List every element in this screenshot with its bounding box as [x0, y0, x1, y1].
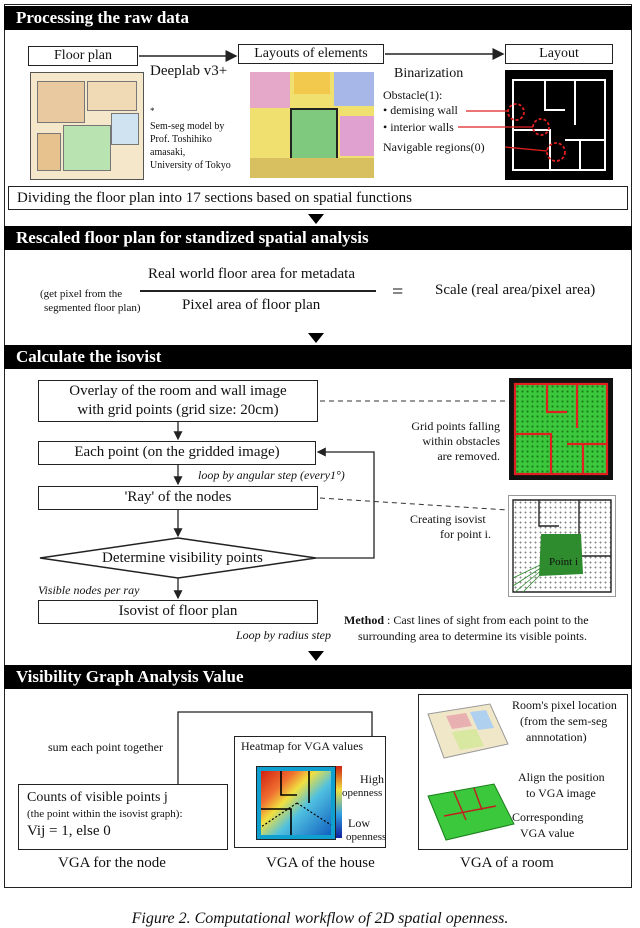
high-openness-label: openness: [342, 787, 383, 799]
low-label: Low: [348, 816, 370, 830]
visible-nodes-label: Visible nodes per ray: [38, 583, 140, 597]
vij-label: Vij = 1, else 0: [27, 823, 111, 839]
semseg-note-4: University of Tokyo: [150, 160, 231, 171]
loop-radius-label: Loop by radius step: [236, 628, 332, 642]
method-line-1: Method : Cast lines of sight from each p…: [344, 613, 589, 628]
rooms-pixel-3: annnotation): [526, 730, 587, 744]
counts-label: Counts of visible points j: [27, 790, 168, 805]
high-label: High: [360, 772, 384, 786]
denominator-text: Pixel area of floor plan: [182, 297, 321, 313]
heatmap-image: [256, 766, 336, 840]
low-openness-label: openness: [346, 831, 387, 843]
asterisk: *: [150, 106, 155, 116]
fraction-bar: [140, 290, 376, 292]
navigable-label: Navigable regions(0): [383, 140, 485, 154]
numerator-text: Real world floor area for metadata: [148, 266, 355, 282]
point-within-label: (the point within the isovist graph):: [27, 808, 183, 820]
binarization-label: Binarization: [394, 66, 464, 81]
layouts-image: [250, 72, 374, 178]
semseg-note-2: Prof. Toshihiko: [150, 134, 212, 145]
each-point-box: Each point (on the gridded image): [38, 441, 316, 465]
corresponding-1: Corresponding: [512, 810, 584, 824]
heatmap-title: Heatmap for VGA values: [241, 739, 364, 753]
vga-room-label: VGA of a room: [460, 855, 554, 871]
overlay-line-1: Overlay of the room and wall image: [69, 383, 287, 399]
gridded-image: [509, 378, 613, 480]
vga-house-label: VGA of the house: [266, 855, 375, 871]
ray-box: 'Ray' of the nodes: [38, 486, 318, 510]
section-header-isovist: Calculate the isovist: [4, 345, 632, 369]
counts-box: Counts of visible points j (the point wi…: [18, 784, 228, 850]
vga-node-label: VGA for the node: [58, 855, 166, 871]
isovist-image: Point i: [508, 495, 616, 597]
method-label: Method: [344, 613, 384, 627]
figure-caption: Figure 2. Computational workflow of 2D s…: [131, 910, 509, 927]
scale-text: Scale (real area/pixel area): [435, 282, 596, 298]
creating-isovist-2: for point i.: [440, 527, 491, 541]
rooms-pixel-1: Room's pixel location: [512, 698, 617, 712]
section-header-rescaled: Rescaled floor plan for standized spatia…: [4, 226, 632, 250]
arrow-down-2: [308, 333, 324, 343]
section-header-vga: Visibility Graph Analysis Value: [4, 665, 632, 689]
grid-removed-3: are removed.: [437, 449, 500, 463]
grid-removed-2: within obstacles: [422, 434, 500, 448]
corresponding-2: VGA value: [520, 826, 575, 840]
layouts-label: Layouts of elements: [238, 44, 384, 64]
room-vga-image: [424, 780, 516, 842]
isovist-box: Isovist of floor plan: [38, 600, 318, 624]
rooms-pixel-2: (from the sem-seg: [520, 714, 608, 728]
interior-walls-label: • interior walls: [383, 120, 454, 134]
arrow-down-3: [308, 651, 324, 661]
method-text-1: : Cast lines of sight from each point to…: [384, 613, 589, 627]
semseg-note-3: amasaki,: [150, 147, 186, 158]
dividing-note: Dividing the floor plan into 17 sections…: [8, 186, 628, 210]
method-text-2: surrounding area to determine its visibl…: [358, 629, 587, 643]
floor-plan-image: [30, 72, 144, 180]
figure-frame: [4, 4, 632, 888]
obstacle-label: Obstacle(1):: [383, 88, 443, 102]
pixel-note-1: (get pixel from the: [40, 288, 123, 300]
semseg-note-1: Sem-seg model by: [150, 121, 225, 132]
determine-visibility-label: Determine visibility points: [102, 550, 263, 566]
equals-sign: =: [392, 281, 404, 303]
creating-isovist-1: Creating isovist: [410, 512, 486, 526]
heatmap-colorbar: [336, 766, 342, 838]
arrow-down-1: [308, 214, 324, 224]
binary-layout-image: [505, 70, 613, 180]
section-header-processing: Processing the raw data: [4, 6, 632, 30]
grid-removed-1: Grid points falling: [411, 419, 500, 433]
overlay-line-2: with grid points (grid size: 20cm): [77, 402, 279, 418]
room-pixel-image: [424, 700, 510, 760]
floor-plan-label: Floor plan: [28, 46, 138, 66]
align-1: Align the position: [518, 770, 605, 784]
pixel-note-2: segmented floor plan): [44, 302, 141, 314]
demising-wall-label: • demising wall: [383, 103, 458, 117]
align-2: to VGA image: [526, 786, 596, 800]
sum-each-point-label: sum each point together: [48, 740, 163, 754]
deeplab-label: Deeplab v3+: [150, 63, 228, 79]
overlay-box: Overlay of the room and wall image with …: [38, 380, 318, 422]
loop-angular-label: loop by angular step (every1°): [198, 468, 345, 482]
layout-label: Layout: [505, 44, 613, 64]
point-i-label: Point i: [549, 556, 579, 568]
